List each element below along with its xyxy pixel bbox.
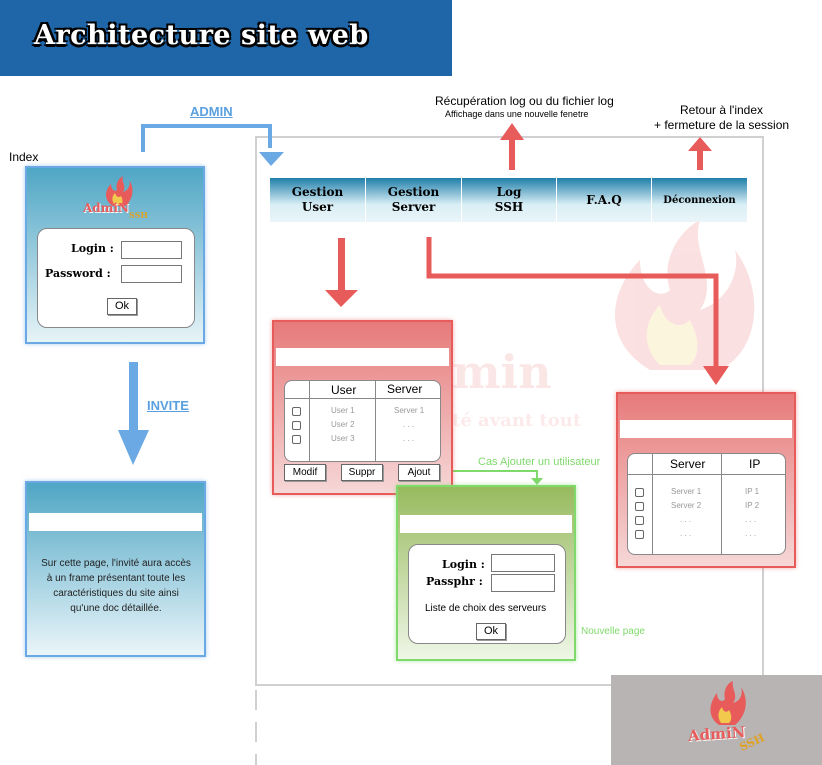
invite-panel-header-bar [29, 513, 202, 531]
admin-connector [141, 124, 272, 152]
watermark-flame [615, 220, 755, 370]
header-server: Server [387, 382, 423, 396]
nav-faq[interactable]: F.A.Q [557, 178, 652, 222]
invite-link[interactable]: INVITE [147, 398, 189, 413]
passphrase-label: Passphr : [426, 575, 483, 588]
password-input[interactable] [121, 265, 182, 283]
server-panel-header-bar [620, 420, 792, 438]
server-cell: . . . [403, 420, 415, 429]
watermark-subtext: té avant tout [452, 410, 582, 431]
server-list-label: Liste de choix des serveurs [425, 603, 547, 614]
row-checkbox[interactable] [635, 502, 644, 511]
row-checkbox[interactable] [292, 421, 301, 430]
row-checkbox[interactable] [635, 530, 644, 539]
login-label: Login : [71, 242, 114, 255]
invite-description: Sur cette page, l'invité aura accès à un… [41, 558, 191, 614]
add-user-form: Login : Passphr : Liste de choix des ser… [408, 544, 566, 644]
ajout-button[interactable]: Ajout [398, 464, 440, 481]
invite-panel: Sur cette page, l'invité aura accès à un… [25, 481, 206, 657]
password-label: Password : [45, 267, 111, 280]
ip-cell: IP 2 [745, 501, 760, 510]
user-management-panel: User Server User 1 User 2 User 3 Server … [272, 320, 453, 495]
log-title: Récupération log ou du fichier log [435, 94, 614, 108]
server-cell: Server 1 [671, 487, 702, 496]
log-arrow [500, 123, 524, 140]
header-user: User [331, 383, 357, 397]
ip-cell: . . . [745, 529, 757, 538]
login-label: Login : [442, 558, 485, 571]
row-checkbox[interactable] [635, 488, 644, 497]
ok-button[interactable]: Ok [476, 623, 506, 640]
index-login-panel: AdmiN SSH Login : Password : Ok [25, 166, 205, 344]
row-checkbox[interactable] [292, 407, 301, 416]
add-panel-header-bar [400, 515, 572, 533]
diagram-title: Architecture site web [34, 20, 369, 51]
logo-text: AdmiN [83, 201, 129, 215]
flame-icon [106, 176, 133, 206]
server-table: Server IP Server 1 Server 2 . . . . . . … [627, 453, 786, 555]
index-label: Index [9, 150, 39, 164]
logo-subtext: SSH [129, 210, 148, 220]
server-management-panel: Server IP Server 1 Server 2 . . . . . . … [616, 392, 796, 568]
user-panel-header-bar [276, 348, 449, 366]
server-cell: . . . [680, 515, 692, 524]
user-cell: User 1 [331, 406, 355, 415]
header-ip: IP [749, 457, 761, 471]
passphrase-input[interactable] [491, 574, 555, 592]
row-checkbox[interactable] [635, 516, 644, 525]
server-cell: . . . [403, 434, 415, 443]
retour-line2: + fermeture de la session [654, 118, 790, 132]
logo-box: AdmiN SSH [611, 675, 822, 765]
nouvelle-page-label: Nouvelle page [581, 626, 645, 637]
server-cell: . . . [680, 529, 692, 538]
ok-button[interactable]: Ok [107, 298, 137, 315]
invite-arrow [118, 430, 149, 465]
login-form: Login : Password : Ok [37, 228, 195, 328]
suppr-button[interactable]: Suppr [341, 464, 383, 481]
server-cell: Server 2 [671, 501, 702, 510]
cas-ajouter-label: Cas Ajouter un utilisateur [478, 456, 601, 468]
ajout-connector [438, 470, 538, 480]
user-cell: User 3 [331, 434, 355, 443]
ip-cell: IP 1 [745, 487, 760, 496]
gestion-user-arrow [325, 290, 358, 307]
admin-ssh-logo: AdmiN SSH [83, 174, 153, 222]
flame-icon [710, 681, 746, 725]
log-subtitle: Affichage dans une nouvelle fenetre [445, 109, 589, 119]
retour-line1: Retour à l'index [680, 103, 764, 117]
row-checkbox[interactable] [292, 435, 301, 444]
login-input[interactable] [121, 241, 182, 259]
ip-cell: . . . [745, 515, 757, 524]
login-input[interactable] [491, 554, 555, 572]
add-user-panel: Login : Passphr : Liste de choix des ser… [396, 485, 576, 661]
watermark-text: min [452, 345, 552, 399]
title-banner [0, 0, 452, 76]
user-table: User Server User 1 User 2 User 3 Server … [284, 380, 441, 462]
nav-deconnexion[interactable]: Déconnexion [652, 178, 748, 222]
retour-arrow [688, 137, 712, 151]
server-cell: Server 1 [394, 406, 425, 415]
gestion-server-connector [426, 237, 719, 368]
header-server: Server [670, 457, 706, 471]
modif-button[interactable]: Modif [284, 464, 326, 481]
admin-link[interactable]: ADMIN [190, 104, 233, 119]
user-cell: User 2 [331, 420, 355, 429]
